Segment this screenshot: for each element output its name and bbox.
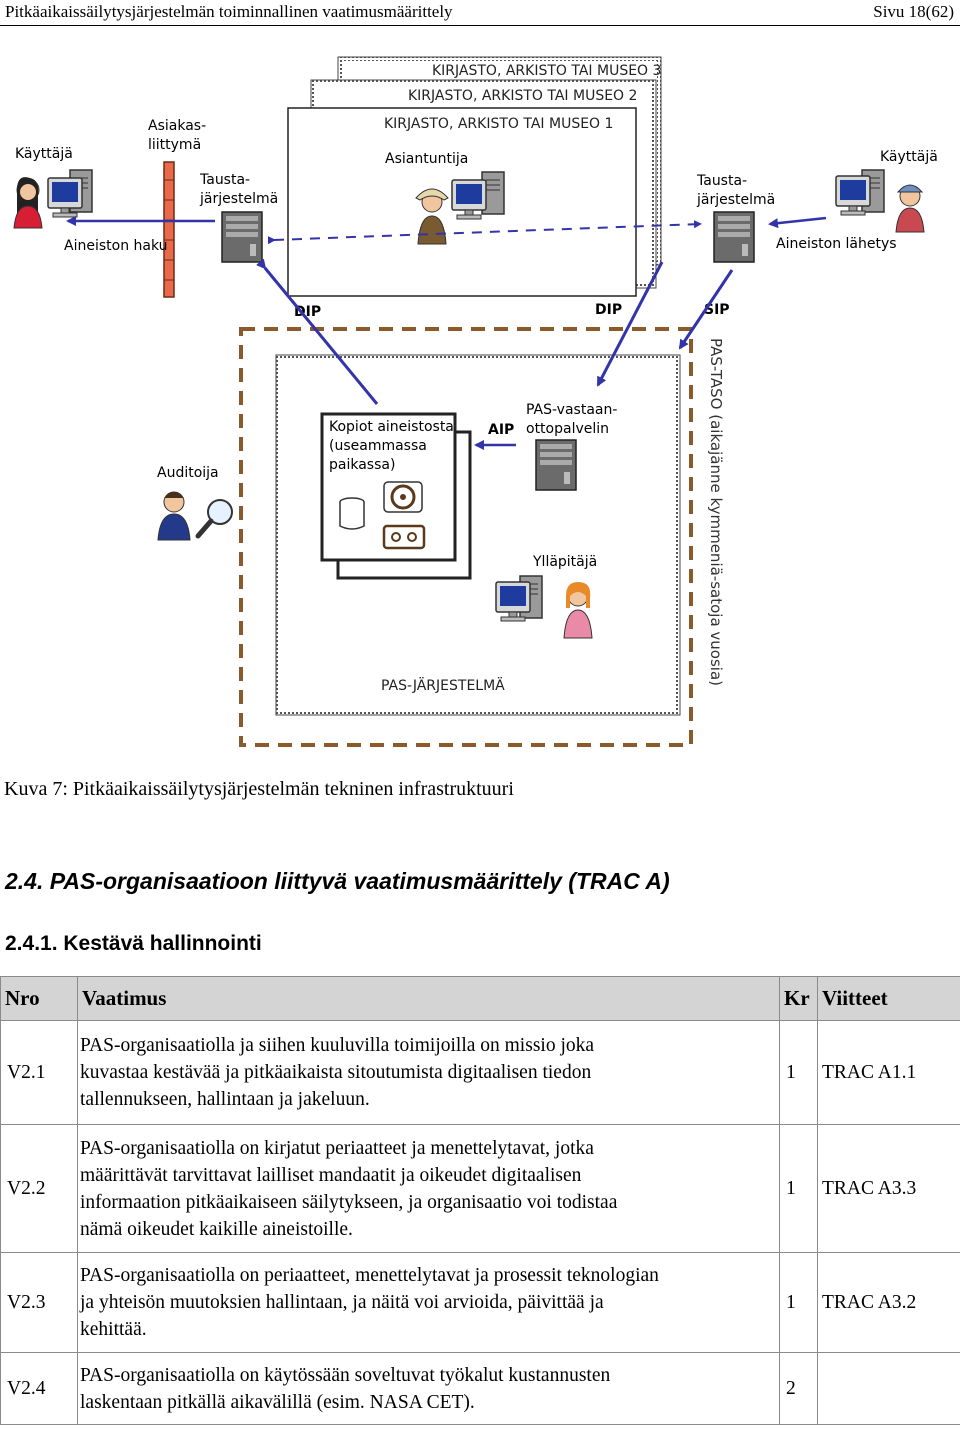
sip-arrow bbox=[678, 269, 734, 350]
aip-label: AIP bbox=[488, 422, 514, 438]
client-interface-label: Asiakas- liittymä bbox=[148, 118, 211, 153]
row-viitteet bbox=[817, 1352, 960, 1425]
row-viitteet: TRAC A3.2 bbox=[817, 1252, 960, 1353]
copies-label: Kopiot aineistosta (useammassa paikassa) bbox=[329, 419, 458, 473]
row-vaatimus: PAS-organisaatiolla on käytössään sovelt… bbox=[77, 1352, 780, 1425]
dip-label-left: DIP bbox=[294, 304, 321, 320]
maintainer-label: Ylläpitäjä bbox=[532, 554, 597, 570]
header-viitteet: Viitteet bbox=[817, 976, 960, 1021]
institution-label-1: KIRJASTO, ARKISTO TAI MUSEO 1 bbox=[384, 116, 613, 132]
dip-label-right: DIP bbox=[595, 302, 622, 318]
receiving-server-label: PAS-vastaan- ottopalvelin bbox=[526, 402, 622, 437]
infrastructure-diagram: KIRJASTO, ARKISTO TAI MUSEO 3 KIRJASTO, … bbox=[13, 56, 938, 747]
sip-label: SIP bbox=[704, 302, 730, 318]
table-header-row: Nro Vaatimus Kr Viitteet bbox=[0, 976, 960, 1021]
page-number: Sivu 18(62) bbox=[873, 2, 954, 21]
user-right-icon bbox=[895, 184, 925, 233]
row-nro: V2.4 bbox=[0, 1352, 78, 1425]
pas-level-label: PAS-TASO (aikajänne kymmeniä-satoja vuos… bbox=[707, 338, 725, 686]
row-nro: V2.3 bbox=[0, 1252, 78, 1353]
client-interface-bar bbox=[163, 161, 175, 298]
pas-level-border bbox=[239, 327, 693, 747]
pas-system-label: PAS-JÄRJESTELMÄ bbox=[381, 676, 505, 694]
user-label-left: Käyttäjä bbox=[15, 146, 73, 162]
delivery-arrow bbox=[768, 216, 827, 229]
header-nro: Nro bbox=[0, 976, 78, 1021]
user-left-icon bbox=[13, 177, 43, 229]
institution-label-2: KIRJASTO, ARKISTO TAI MUSEO 2 bbox=[408, 88, 637, 104]
tape-icon bbox=[382, 524, 426, 550]
document-title: Pitkäaikaissäilytysjärjestelmän toiminna… bbox=[5, 2, 453, 21]
server-right-icon bbox=[713, 211, 755, 263]
table-row: V2.2 PAS-organisaatiolla on kirjatut per… bbox=[0, 1124, 960, 1253]
expert-label: Asiantuntija bbox=[385, 151, 468, 167]
row-nro: V2.2 bbox=[0, 1124, 78, 1253]
institution-label-3: KIRJASTO, ARKISTO TAI MUSEO 3 bbox=[432, 63, 661, 79]
retrieval-label: Aineiston haku bbox=[64, 238, 168, 254]
server-left-icon bbox=[221, 211, 263, 263]
delivery-label: Aineiston lähetys bbox=[776, 236, 897, 252]
row-vaatimus: PAS-organisaatiolla on periaatteet, mene… bbox=[77, 1252, 780, 1353]
row-vaatimus: PAS-organisaatiolla on kirjatut periaatt… bbox=[77, 1124, 780, 1253]
row-kr: 2 bbox=[779, 1352, 818, 1425]
background-system-label-right: Tausta- järjestelmä bbox=[696, 173, 775, 208]
magnifier-icon bbox=[195, 499, 233, 539]
row-nro: V2.1 bbox=[0, 1020, 78, 1125]
row-kr: 1 bbox=[779, 1020, 818, 1125]
header-kr: Kr bbox=[779, 976, 818, 1021]
disc-icon bbox=[383, 481, 423, 513]
row-viitteet: TRAC A3.3 bbox=[817, 1124, 960, 1253]
database-icon bbox=[339, 497, 365, 530]
dip-arrow-right bbox=[596, 261, 664, 387]
computer-right-icon bbox=[835, 169, 885, 216]
computer-left-icon bbox=[47, 169, 93, 218]
section-heading: 2.4. PAS-organisaatioon liittyvä vaatimu… bbox=[5, 868, 670, 894]
row-vaatimus: PAS-organisaatiolla ja siihen kuuluvilla… bbox=[77, 1020, 780, 1125]
auditor-label: Auditoija bbox=[157, 465, 219, 481]
row-kr: 1 bbox=[779, 1252, 818, 1353]
row-viitteet: TRAC A1.1 bbox=[817, 1020, 960, 1125]
background-system-label-left: Tausta- järjestelmä bbox=[199, 172, 278, 207]
auditor-icon bbox=[157, 491, 191, 541]
header-vaatimus: Vaatimus bbox=[77, 976, 780, 1021]
user-label-right: Käyttäjä bbox=[880, 149, 938, 165]
receiving-server-icon bbox=[535, 439, 577, 491]
row-kr: 1 bbox=[779, 1124, 818, 1253]
table-row: V2.1 PAS-organisaatiolla ja siihen kuulu… bbox=[0, 1020, 960, 1125]
table-row: V2.4 PAS-organisaatiolla on käytössään s… bbox=[0, 1352, 960, 1425]
table-row: V2.3 PAS-organisaatiolla on periaatteet,… bbox=[0, 1252, 960, 1353]
infrastructure-figure: KIRJASTO, ARKISTO TAI MUSEO 3 KIRJASTO, … bbox=[0, 28, 960, 768]
subsection-heading: 2.4.1. Kestävä hallinnointi bbox=[5, 932, 262, 955]
requirements-table: Nro Vaatimus Kr Viitteet V2.1 PAS-organi… bbox=[0, 976, 960, 1425]
dip-arrow-left bbox=[256, 258, 379, 405]
page-header: Pitkäaikaissäilytysjärjestelmän toiminna… bbox=[0, 0, 960, 26]
figure-caption: Kuva 7: Pitkäaikaissäilytysjärjestelmän … bbox=[4, 778, 514, 800]
maintainer-icon bbox=[563, 582, 593, 639]
